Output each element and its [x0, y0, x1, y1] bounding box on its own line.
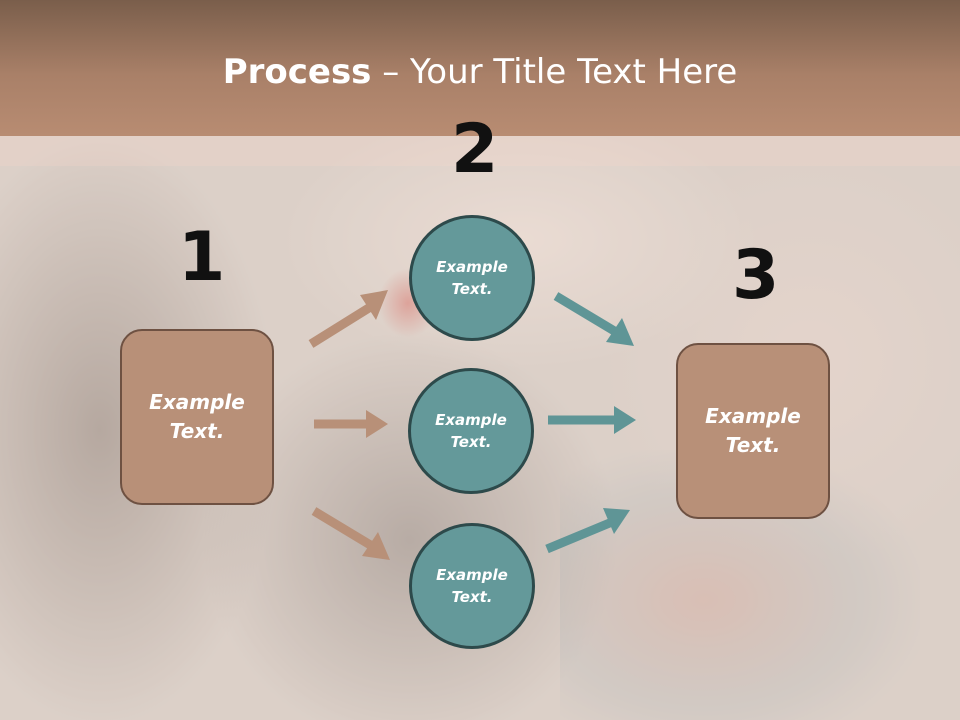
- step-circle-bottom: Example Text.: [409, 523, 535, 649]
- arrow-bottom-to-right: [545, 508, 630, 554]
- step-box-right: Example Text.: [676, 343, 830, 519]
- arrow-left-to-bottom: [311, 507, 390, 560]
- title-rest: – Your Title Text Here: [371, 52, 738, 92]
- step-circle-middle: Example Text.: [408, 368, 534, 494]
- arrow-left-to-top: [308, 290, 388, 348]
- step-box-left: Example Text.: [120, 329, 274, 505]
- step-box-right-text: Example Text.: [705, 404, 801, 457]
- arrow-left-to-middle: [314, 410, 388, 438]
- arrow-middle-to-right: [548, 406, 636, 434]
- title-bar-strip: [0, 136, 960, 166]
- step-number-1: 1: [178, 218, 226, 297]
- step-circle-middle-text: Example Text.: [435, 410, 507, 452]
- step-circle-bottom-text: Example Text.: [436, 565, 508, 607]
- step-circle-top: Example Text.: [409, 215, 535, 341]
- title-bold: Process: [222, 52, 372, 92]
- arrow-top-to-right: [553, 292, 634, 346]
- slide-title: Process – Your Title Text Here: [0, 52, 960, 92]
- step-circle-top-text: Example Text.: [436, 257, 508, 299]
- title-bar: [0, 0, 960, 136]
- step-number-3: 3: [732, 236, 780, 315]
- step-box-left-text: Example Text.: [149, 390, 245, 443]
- step-number-2: 2: [451, 110, 499, 189]
